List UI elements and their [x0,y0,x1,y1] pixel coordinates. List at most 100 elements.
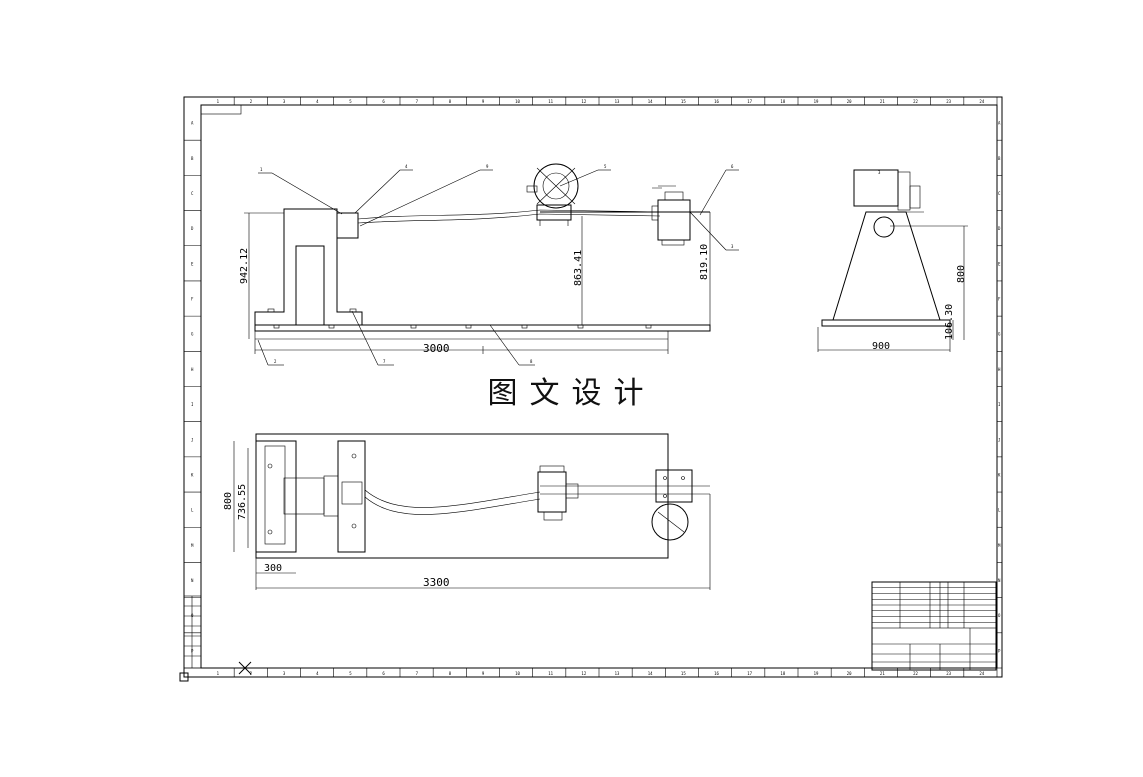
balloon-3: 3 [731,244,734,249]
border-row-label: A [191,121,194,126]
border-row-label: B [191,156,194,161]
dim-front-length: 3000 [423,342,450,355]
border-col-label: 12 [581,99,586,104]
dim-right-height: 819.10 [699,244,710,280]
border-col-label: 5 [349,671,352,676]
top-view-cable [364,489,541,508]
side-view: 3 800 106.30 900 [817,169,968,352]
border-row-label: N [998,578,1001,583]
border-col-label: 7 [416,99,419,104]
border-col-label: 20 [847,671,852,676]
border-row-label: M [191,543,194,548]
border-row-label: C [998,191,1001,196]
watermark-text: 图文设计 [487,376,656,411]
balloon-4: 4 [405,164,408,169]
border-col-label: 12 [581,671,586,676]
balloon-8: 8 [530,359,533,364]
border-row-label: I [998,402,1001,407]
border-col-label: 22 [913,99,918,104]
title-block [871,581,997,671]
border-row-label: K [998,472,1001,477]
border-col-label: 14 [648,99,653,104]
border-row-label: I [191,402,194,407]
border-col-label: 20 [847,99,852,104]
border-col-label: 3 [283,671,286,676]
top-view: 800 736.55 300 3300 [223,433,711,590]
border-column-labels: 1122334455667788991010111112121313141415… [217,99,985,676]
border-row-label: O [998,613,1001,618]
border-row-label: L [191,508,194,513]
top-view-base-outline [255,433,669,559]
border-col-label: 1 [217,671,220,676]
top-view-gearbox [655,469,693,503]
border-col-label: 17 [747,671,752,676]
border-col-label: 4 [316,671,319,676]
dim-top-inner-width: 736.55 [237,484,248,520]
balloon-1: 1 [260,167,263,172]
dim-side-height: 800 [956,265,967,283]
border-col-label: 6 [382,99,385,104]
border-row-label: H [998,367,1001,372]
headstock-box [336,212,359,239]
border-col-label: 16 [714,99,719,104]
border-col-label: 18 [780,671,785,676]
side-balloon-3: 3 [878,170,881,175]
border-col-label: 24 [979,671,984,676]
border-col-label: 15 [681,99,686,104]
border-col-label: 10 [515,671,520,676]
side-view-shaft-hub [873,216,895,238]
border-row-label: J [998,437,1000,442]
border-col-label: 22 [913,671,918,676]
border-row-label: P [191,648,194,653]
border-row-label: N [191,578,194,583]
leader-lines [257,169,739,366]
balloon-5: 5 [604,164,607,169]
border-col-label: 1 [217,99,220,104]
border-row-label: B [998,156,1001,161]
dim-top-total-width: 800 [223,492,234,510]
top-view-motor [537,471,567,513]
border-row-label: H [191,367,194,372]
border-col-label: 2 [250,671,253,676]
border-col-label: 24 [979,99,984,104]
side-view-a-frame [832,211,941,321]
border-col-label: 19 [814,671,819,676]
border-col-label: 19 [814,99,819,104]
border-row-label: E [998,261,1001,266]
border-col-label: 9 [482,671,485,676]
border-col-label: 11 [548,99,553,104]
border-col-label: 5 [349,99,352,104]
border-row-label: A [998,121,1001,126]
border-col-label: 4 [316,99,319,104]
top-left-title-tab [200,104,242,115]
border-row-label: F [191,297,194,302]
border-row-label: L [998,508,1001,513]
pedestal-window [295,245,325,326]
border-col-label: 11 [548,671,553,676]
border-col-label: 16 [714,671,719,676]
border-col-label: 8 [449,671,452,676]
border-col-label: 2 [250,99,253,104]
border-row-label: K [191,472,194,477]
dim-mid-height: 863.41 [573,250,584,286]
balloon-6: 6 [731,164,734,169]
grinding-motor [526,163,579,226]
border-row-label: G [191,332,194,337]
border-col-label: 21 [880,671,885,676]
border-col-label: 21 [880,99,885,104]
dim-left-height: 942.12 [239,248,250,284]
outer-frame [183,96,1003,678]
left-revision-strip [183,595,202,669]
balloon-2: 2 [274,359,277,364]
border-row-label: E [191,261,194,266]
dim-top-overall-length: 3300 [423,576,450,589]
border-col-label: 23 [946,99,951,104]
border-col-label: 7 [416,671,419,676]
border-col-label: 13 [615,99,620,104]
border-row-label: P [998,648,1001,653]
border-row-label: M [998,543,1001,548]
border-col-label: 10 [515,99,520,104]
border-col-label: 3 [283,99,286,104]
border-col-label: 15 [681,671,686,676]
dim-top-left-offset: 300 [264,563,282,574]
